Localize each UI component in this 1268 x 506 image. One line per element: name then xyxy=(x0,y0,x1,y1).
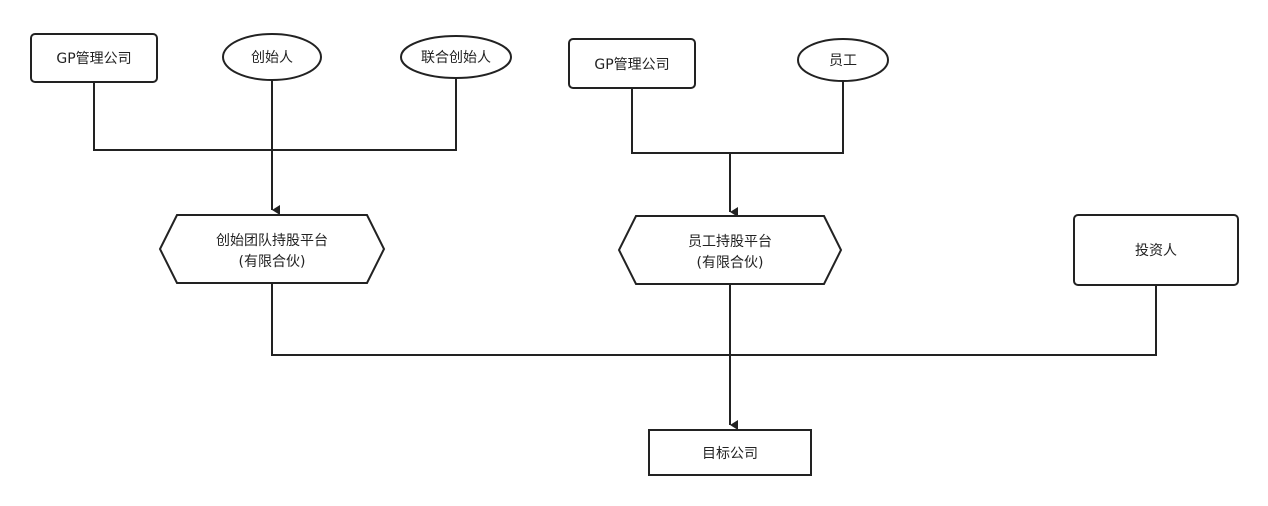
node-employees: 员工 xyxy=(797,38,889,82)
node-gp-company-2-label: GP管理公司 xyxy=(594,57,669,73)
node-founder-platform-line1: 创始团队持股平台 xyxy=(216,233,328,249)
node-founder-label: 创始人 xyxy=(251,50,293,66)
connectors-founder-group xyxy=(93,78,457,215)
connectors-to-target xyxy=(271,282,1157,430)
connector-gp1 xyxy=(93,78,457,151)
node-target-company-label: 目标公司 xyxy=(702,446,758,462)
node-founder-platform-line2: (有限合伙) xyxy=(239,254,306,270)
node-founder: 创始人 xyxy=(222,33,322,81)
node-gp-company-2: GP管理公司 xyxy=(568,38,696,89)
node-founder-platform: 创始团队持股平台 (有限合伙) xyxy=(158,214,386,284)
node-employees-label: 员工 xyxy=(829,53,857,69)
node-target-company: 目标公司 xyxy=(648,429,812,476)
node-co-founder-label: 联合创始人 xyxy=(421,50,491,66)
connectors-employee-group xyxy=(631,80,844,217)
connector-platforms-investor xyxy=(271,282,1157,356)
node-gp-company-1: GP管理公司 xyxy=(30,33,158,83)
connector-gp2 xyxy=(631,80,844,154)
node-gp-company-1-label: GP管理公司 xyxy=(56,51,131,67)
node-employee-platform-line2: (有限合伙) xyxy=(697,255,764,271)
node-employee-platform: 员工持股平台 (有限合伙) xyxy=(617,215,843,285)
node-co-founder: 联合创始人 xyxy=(400,35,512,79)
node-investor-label: 投资人 xyxy=(1135,243,1177,259)
node-employee-platform-line1: 员工持股平台 xyxy=(688,234,772,250)
node-investor: 投资人 xyxy=(1073,214,1239,286)
